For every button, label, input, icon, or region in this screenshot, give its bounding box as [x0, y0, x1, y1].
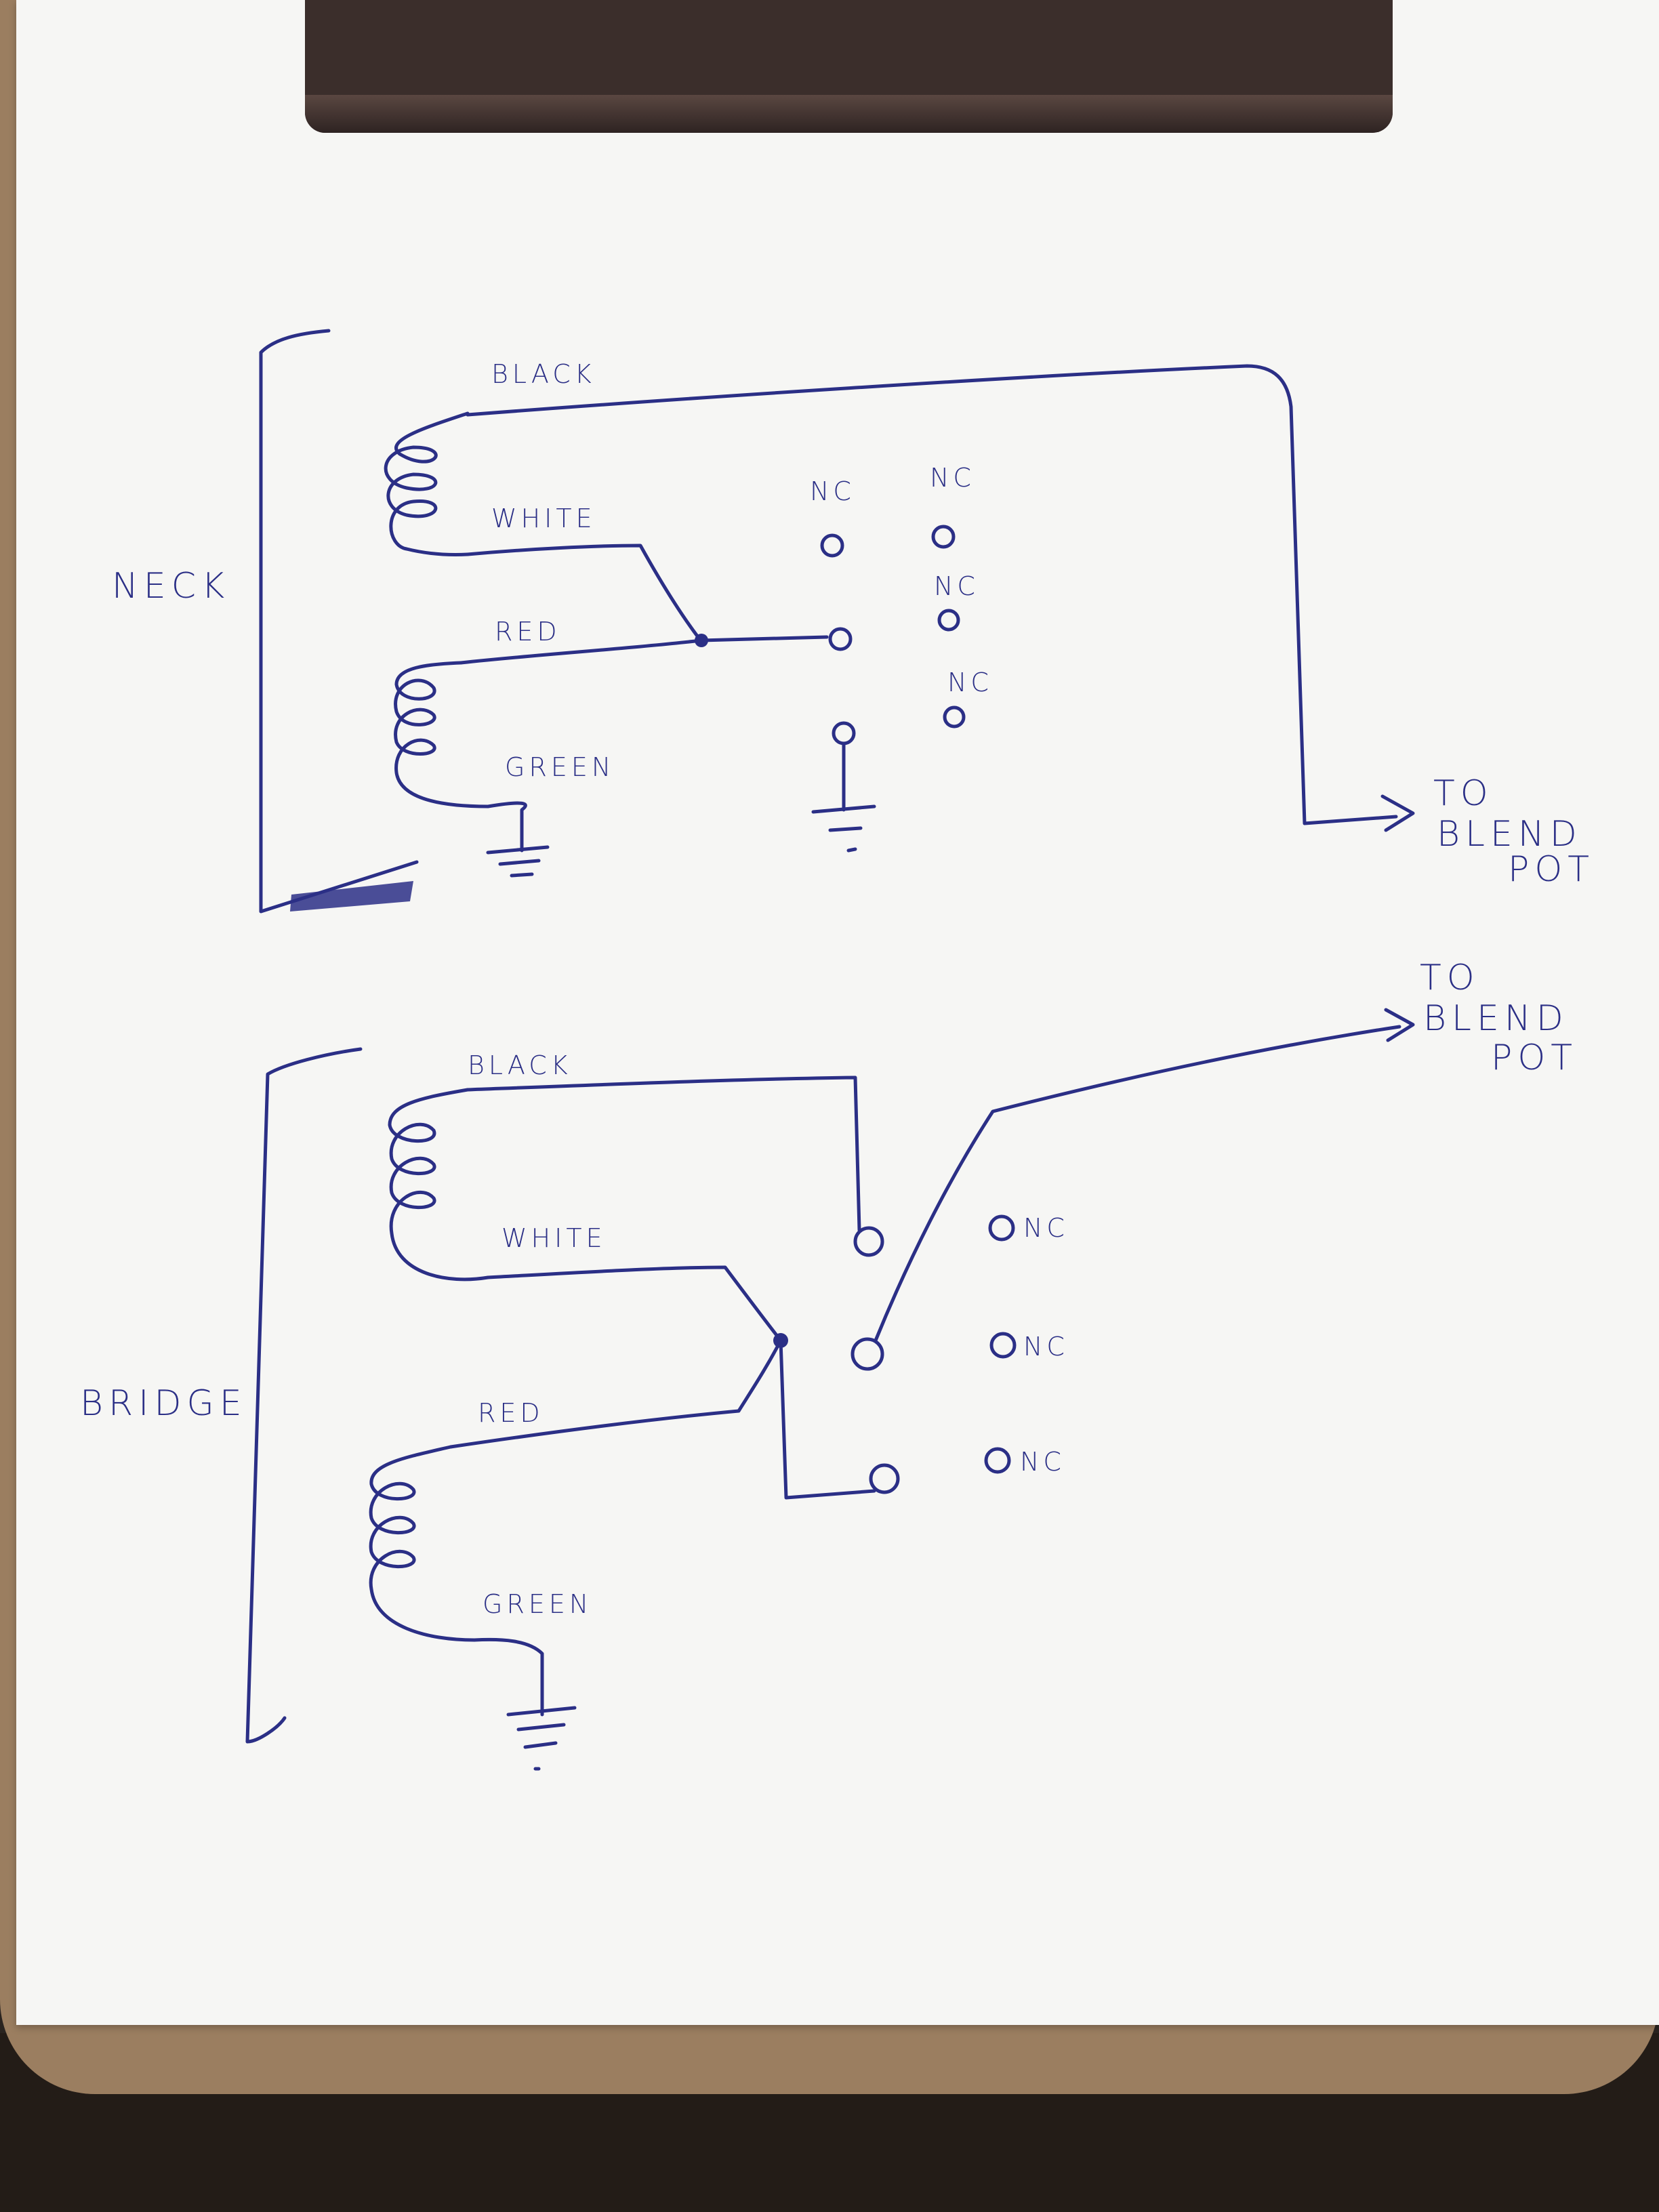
neck-lug-6: [943, 705, 966, 729]
neck-nc-label-3: NC: [934, 571, 979, 601]
bridge-green-wire: [472, 1637, 544, 1717]
neck-nc-label-1: NC: [810, 476, 855, 506]
bridge-lug-6: [984, 1447, 1011, 1474]
bridge-white-label: WHITE: [501, 1223, 607, 1253]
neck-ground-symbol: [486, 845, 550, 878]
bridge-black-wire: [466, 1076, 861, 1232]
bridge-label: BRIDGE: [80, 1383, 247, 1424]
bridge-output-line1: TO: [1420, 958, 1480, 998]
neck-output-arrow: [1380, 794, 1415, 832]
neck-red-label: RED: [495, 617, 561, 647]
neck-bracket-scribble: [290, 881, 413, 912]
neck-lug-ground-symbol: [811, 804, 876, 853]
clipboard-clip-edge: [305, 95, 1393, 133]
neck-lug-1: [820, 533, 844, 558]
neck-green-wire: [486, 801, 527, 853]
neck-lug-3: [828, 627, 853, 651]
neck-lug-5: [832, 721, 856, 745]
bridge-section: BRIDGE BLACK WHITE RED GREEN: [80, 958, 1578, 1771]
bridge-nc-label-2: NC: [1023, 1332, 1069, 1361]
neck-green-label: GREEN: [505, 752, 615, 782]
neck-bracket: [259, 329, 419, 914]
bridge-output-wire: [874, 1025, 1401, 1343]
neck-red-wire: [459, 635, 829, 665]
bridge-lug-3: [869, 1463, 900, 1494]
bridge-lug-4: [988, 1214, 1015, 1242]
neck-lug-2: [931, 525, 956, 549]
bridge-green-label: GREEN: [483, 1589, 592, 1619]
neck-nc-label-4: NC: [947, 668, 993, 697]
bridge-lug-5: [989, 1332, 1017, 1359]
neck-output-line2: BLEND: [1437, 814, 1582, 855]
bridge-output-line2: BLEND: [1423, 998, 1569, 1039]
neck-output-line3: POT: [1508, 849, 1595, 890]
bridge-output-line3: POT: [1491, 1038, 1578, 1078]
neck-nc-label-2: NC: [930, 463, 975, 493]
bridge-black-label: BLACK: [468, 1050, 572, 1080]
neck-section: NECK BLACK WHITE RED GREEN: [112, 329, 1595, 914]
neck-black-label: BLACK: [491, 359, 596, 389]
bridge-red-wire: [449, 1338, 783, 1449]
bridge-lug-2: [851, 1337, 884, 1371]
neck-output-line1: TO: [1433, 773, 1494, 814]
neck-lower-coil: [394, 661, 490, 808]
bridge-white-wire: [486, 1265, 783, 1343]
bridge-lug-1: [853, 1226, 884, 1257]
neck-lug-4: [937, 609, 960, 632]
neck-junction: [695, 634, 708, 647]
neck-white-wire: [466, 544, 700, 639]
bridge-nc-label-1: NC: [1023, 1213, 1069, 1243]
bridge-output-arrow: [1384, 1008, 1415, 1042]
bridge-red-label: RED: [478, 1398, 544, 1428]
bridge-upper-coil: [388, 1088, 490, 1282]
bridge-junction-to-lug: [779, 1338, 876, 1500]
neck-label: NECK: [112, 566, 230, 607]
neck-white-label: WHITE: [491, 504, 596, 533]
bridge-bracket: [245, 1047, 363, 1744]
bridge-lower-coil: [369, 1445, 476, 1642]
neck-black-wire: [466, 364, 1398, 825]
bridge-ground-symbol: [506, 1706, 577, 1771]
neck-upper-coil: [384, 411, 470, 556]
bridge-nc-label-3: NC: [1020, 1447, 1065, 1477]
